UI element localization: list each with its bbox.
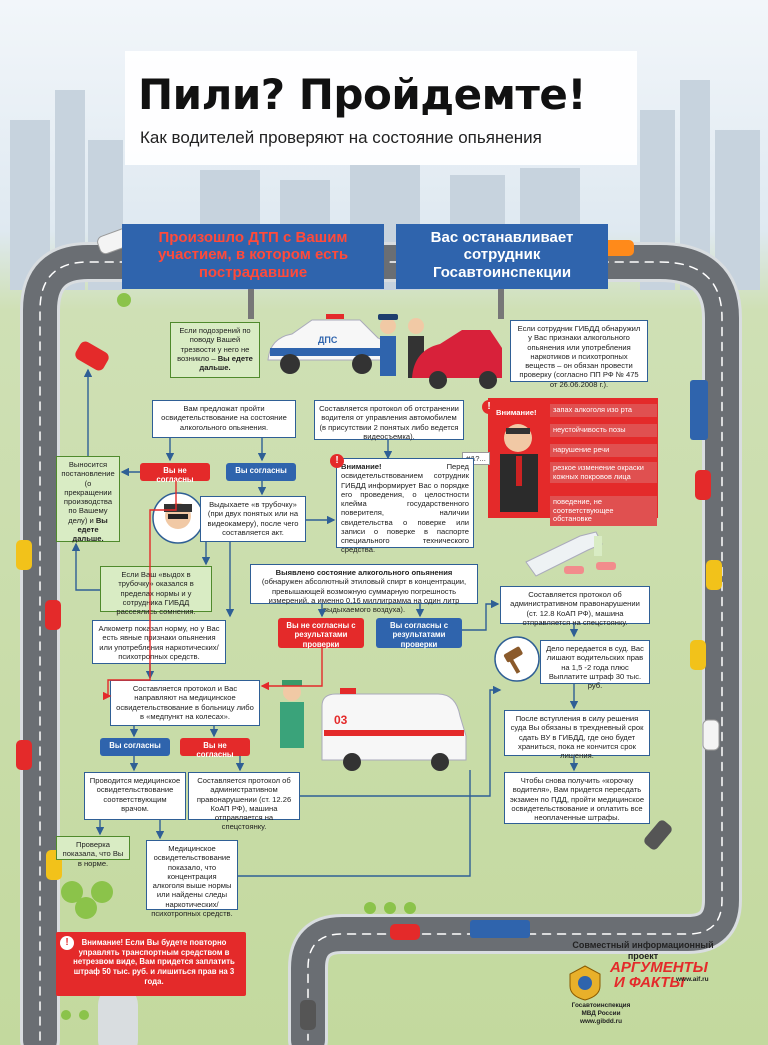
alcometer-norm-box: Алкометр показал норму, но у Вас есть яв… <box>92 620 226 664</box>
removal-protocol-box: Составляется протокол об отстранении вод… <box>314 400 464 441</box>
agree-result-pill: Вы согласны с результатами проверки <box>376 618 462 649</box>
no-suspicion-box: Если подозрений по поводу Вашей трезвост… <box>170 322 260 378</box>
sign-post <box>498 289 504 319</box>
footer-warning-text: Внимание! Если Вы будете повторно управл… <box>73 938 235 986</box>
warning-icon: ! <box>482 400 496 414</box>
license-surrender-box: После вступления в силу решения суда Вы … <box>504 710 650 760</box>
svg-text:ДПС: ДПС <box>318 335 338 345</box>
red-car <box>412 330 502 389</box>
disagree-result-pill: Вы не согласны с результатами проверки <box>278 618 364 649</box>
symptoms-label: Внимание! <box>496 408 537 417</box>
svg-text:03: 03 <box>334 713 348 727</box>
warning-icon: ! <box>330 454 344 468</box>
bushes <box>61 293 416 1020</box>
officer <box>378 314 398 376</box>
page-title: Пили? Пройдемте! <box>138 70 586 119</box>
medical-result-box: Медицинское освидетельствование показало… <box>146 840 238 918</box>
symptom-item: резкое изменение окраски кожных покровов… <box>550 462 657 484</box>
admin-protocol-box: Составляется протокол об административно… <box>500 586 650 627</box>
disagree-pill-2: Вы не согласны <box>180 738 250 759</box>
symptom-item: неустойчивость позы <box>550 424 657 437</box>
sign-post <box>248 289 254 319</box>
intoxication-detected-box: Выявлено состояние алкогольного опьянени… <box>250 564 478 614</box>
court-box: Дело передается в суд. Вас лишают водите… <box>540 640 650 690</box>
court-gavel-icon <box>494 636 540 682</box>
disagree-pill: Вы не согласны <box>140 463 210 484</box>
admin-protocol-2-box: Составляется протокол об административно… <box>188 772 300 831</box>
symptom-item: нарушение речи <box>550 444 657 457</box>
partners-heading: Совместный информационный проект <box>572 940 714 961</box>
breath-test-box: Выдыхаете «в трубочку» (при двух понятых… <box>200 496 306 542</box>
sign-accident: Произошло ДТП с Вашим участием, в которо… <box>122 224 384 289</box>
footer-warning-panel <box>56 932 246 996</box>
doubts-cleared-box: Если Ваш «выдох в трубочку» оказался в п… <box>100 566 212 616</box>
medical-referral-box: Составляется протокол и Вас направляют н… <box>110 680 260 726</box>
medical-exam-box: Проводится медицинское освидетельствован… <box>84 772 186 820</box>
warning-icon: ! <box>60 936 74 950</box>
symptom-item: поведение, не соответствующее обстановке <box>550 496 657 526</box>
ambulance-scene: 03 <box>280 680 467 771</box>
offer-test-box: Вам предложат пройти освидетельствование… <box>152 400 296 438</box>
traffic-stop-scene: ДПС <box>267 314 502 389</box>
title-panel <box>125 51 637 165</box>
symptom-item: запах алкоголя изо рта <box>550 404 657 417</box>
ambulance: 03 <box>321 688 467 771</box>
gibdd-credit: Госавтоинспекция МВД России www.gibdd.ru <box>566 1002 636 1026</box>
drunk-man-illustration <box>500 424 538 512</box>
gibdd-emblem-icon <box>569 965 601 1001</box>
sober-result-box: Проверка показала, что Вы в норме. <box>56 836 130 868</box>
inspector-avatar <box>152 492 204 544</box>
license-return-box: Чтобы снова получить «корочку водителя»,… <box>504 772 650 824</box>
termination-box: Выносится постановление (о прекращении п… <box>56 456 120 543</box>
attention-box: Внимание! Перед освидетельствованием сот… <box>336 458 474 554</box>
sign-stopped: Вас останавливает сотрудник Госавтоинспе… <box>396 224 608 289</box>
agree-pill: Вы согласны <box>226 463 296 481</box>
bottle-illustration <box>525 531 616 577</box>
aif-logo: АРГУМЕНТЫ И ФАКТЫ <box>610 959 708 991</box>
police-car: ДПС <box>267 314 387 374</box>
gibdd-url[interactable]: www.gibdd.ru <box>579 1018 622 1025</box>
page-subtitle: Как водителей проверяют на состояние опь… <box>140 128 542 147</box>
inspector-findings-box: Если сотрудник ГИБДД обнаружил у Вас при… <box>510 320 648 389</box>
nurse <box>280 680 304 748</box>
aif-url[interactable]: www.aif.ru <box>676 976 709 983</box>
agree-pill-2: Вы согласны <box>100 738 170 756</box>
